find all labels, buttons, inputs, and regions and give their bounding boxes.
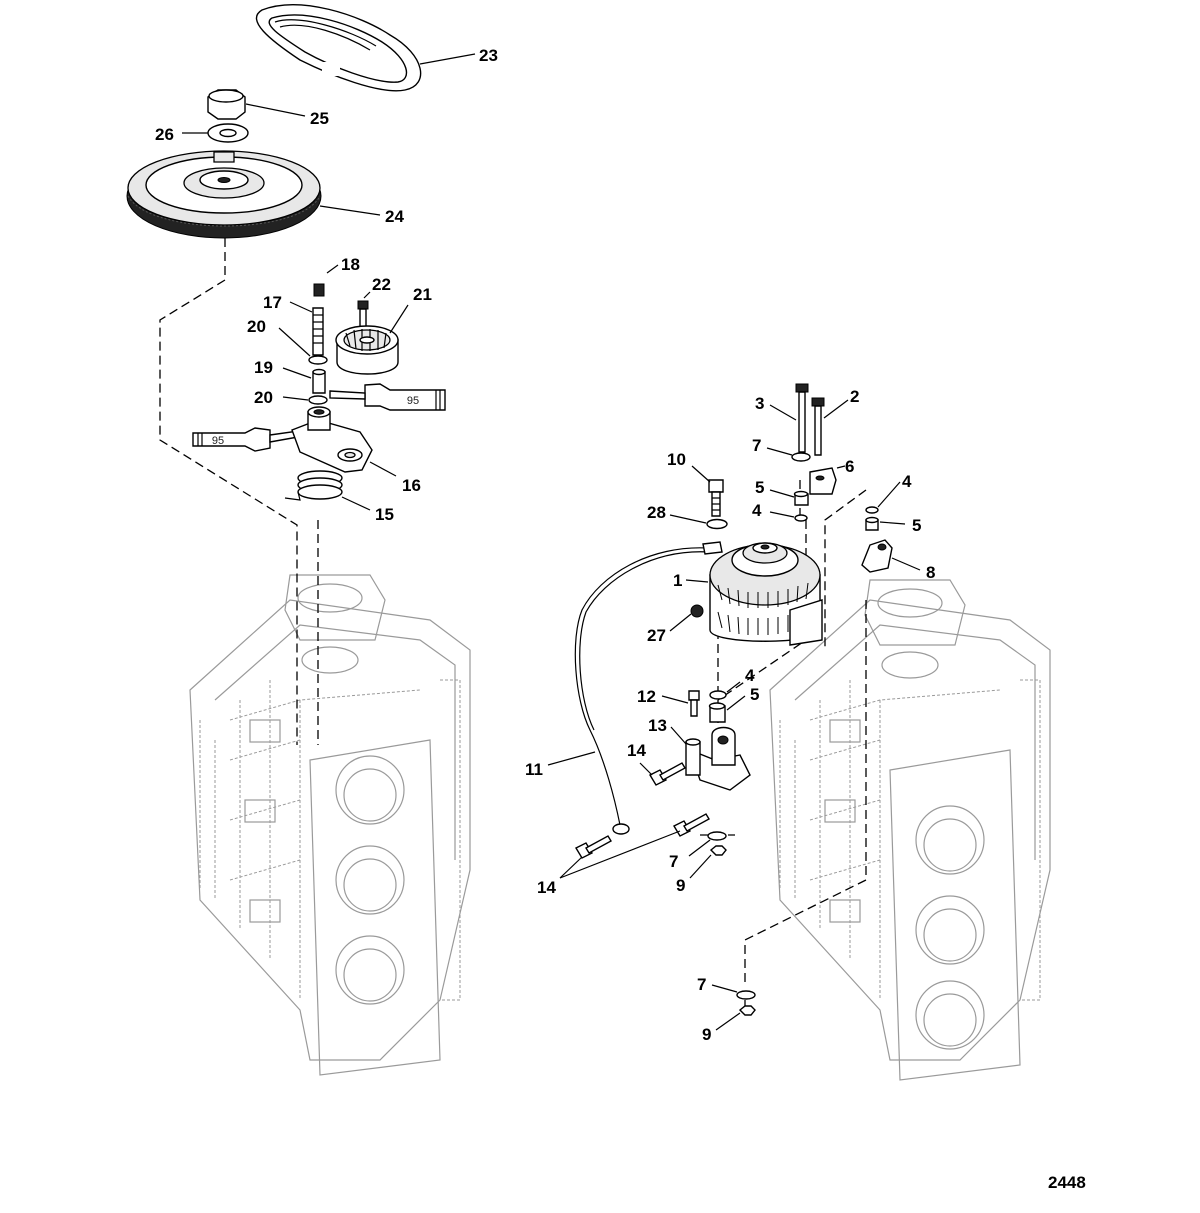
callout-19: 19 [254, 358, 273, 377]
engine-block-right [769, 579, 1051, 1081]
callout-25: 25 [310, 109, 329, 128]
upper-bracket [809, 467, 837, 495]
callout-8: 8 [926, 563, 935, 582]
callout-14a: 14 [627, 741, 646, 760]
callout-4b: 4 [902, 472, 912, 491]
right-side-bushing-stack [861, 506, 893, 573]
stud-screw [688, 690, 700, 717]
drive-belt [255, 4, 422, 92]
callout-2: 2 [850, 387, 859, 406]
callout-3: 3 [755, 394, 764, 413]
engine-block-left [189, 574, 471, 1076]
spacer-washer-lower [308, 395, 328, 405]
alternator-long-bolts [795, 383, 825, 456]
idler-bolt [357, 300, 369, 329]
callout-5a: 5 [755, 478, 764, 497]
callout-23: 23 [479, 46, 498, 65]
callout-14b: 14 [537, 878, 556, 897]
callout-9a: 9 [676, 876, 685, 895]
callout-18: 18 [341, 255, 360, 274]
callout-5c: 5 [750, 685, 759, 704]
washer-and-nut-mid [707, 831, 727, 856]
alternator-nut [690, 604, 704, 618]
callout-20b: 20 [254, 388, 273, 407]
alternator [709, 542, 823, 646]
callout-27: 27 [647, 626, 666, 645]
callout-21: 21 [413, 285, 432, 304]
callout-9b: 9 [702, 1025, 711, 1044]
callout-26: 26 [155, 125, 174, 144]
lower-bracket [685, 726, 751, 791]
callout-17: 17 [263, 293, 282, 312]
washer-upper [791, 452, 811, 462]
bushing-and-washer-mid [708, 690, 727, 723]
ground-cable [574, 541, 723, 835]
callout-leaders [182, 53, 921, 1031]
callout-13: 13 [648, 716, 667, 735]
callout-4a: 4 [752, 501, 762, 520]
callout-1: 1 [673, 571, 682, 590]
flywheel [126, 150, 322, 239]
callout-16: 16 [402, 476, 421, 495]
callout-22: 22 [372, 275, 391, 294]
tube-label-lower: 95 [212, 435, 224, 447]
callout-20a: 20 [247, 317, 266, 336]
washer-and-nut-bottom [736, 990, 756, 1016]
alternator-bolt [708, 479, 724, 517]
tube-label-upper: 95 [407, 395, 419, 407]
callout-7b: 7 [669, 852, 678, 871]
sealant-tube-lower: 95 [192, 427, 299, 452]
callout-24: 24 [385, 207, 404, 226]
diagram-reference-number: 2448 [1048, 1173, 1086, 1192]
sealant-tube-upper: 95 [329, 383, 446, 411]
callout-6: 6 [845, 457, 854, 476]
spacer [312, 368, 326, 394]
spacer-washer-upper [308, 355, 328, 365]
callout-12: 12 [637, 687, 656, 706]
callout-5b: 5 [912, 516, 921, 535]
tensioner-spring [284, 470, 343, 501]
callout-15: 15 [375, 505, 394, 524]
alternator-washer [706, 518, 728, 530]
callout-28: 28 [647, 503, 666, 522]
callout-7c: 7 [697, 975, 706, 994]
callout-11: 11 [525, 760, 543, 779]
bracket-bolt-upper [649, 762, 686, 786]
flywheel-nut [207, 89, 246, 120]
callout-4c: 4 [745, 666, 755, 685]
callout-numbers: 23 25 26 24 18 17 22 21 20 19 20 16 15 3… [155, 46, 935, 1044]
flywheel-washer [207, 123, 249, 143]
bushing-and-washer-upper [793, 490, 809, 522]
tensioner-arm [291, 406, 373, 473]
bracket-bolts-lower [575, 813, 710, 859]
callout-7a: 7 [752, 436, 761, 455]
callout-10: 10 [667, 450, 686, 469]
stud-and-nut [312, 283, 325, 356]
idler-pulley [335, 325, 399, 375]
